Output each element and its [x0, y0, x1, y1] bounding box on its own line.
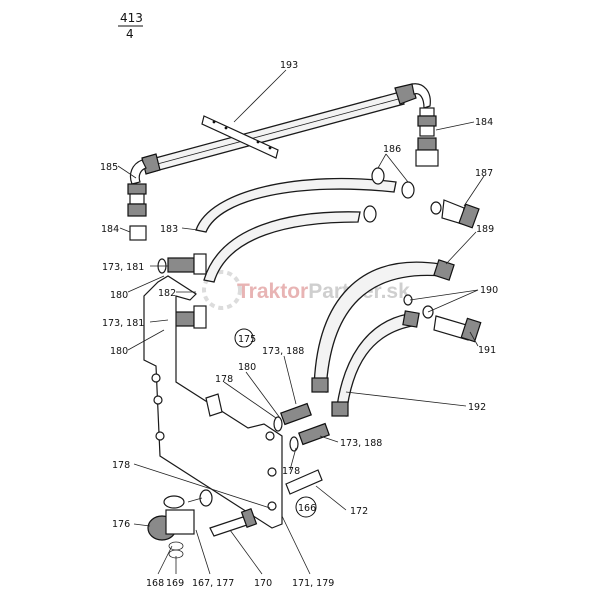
- label-176: 176: [112, 519, 130, 530]
- bolt-191: [403, 294, 482, 343]
- hose-clamp: [201, 115, 279, 159]
- label-180-upper: 180: [110, 290, 128, 301]
- label-circle-166: [295, 496, 317, 518]
- label-191: 191: [478, 345, 496, 356]
- union-stack-184-right: [415, 107, 439, 167]
- bracket-plate: [143, 275, 283, 529]
- hose-183-pair: [195, 167, 415, 283]
- bracket-fittings: [273, 402, 330, 495]
- mounting-bracket: [143, 275, 283, 529]
- bolt-187: [430, 199, 480, 229]
- label-178-middle: 178: [282, 466, 300, 477]
- label-173-181-lower: 173, 181: [102, 318, 144, 329]
- bolt-170: [209, 508, 258, 537]
- label-171-179: 171, 179: [292, 578, 334, 589]
- label-167-177: 167, 177: [192, 578, 234, 589]
- coupling-176: [147, 489, 213, 559]
- hose-193-fitting-right: [394, 83, 417, 105]
- eye-fitting-middle: [401, 181, 415, 199]
- watermark-text-3: .sk: [381, 280, 411, 303]
- label-190: 190: [480, 285, 498, 296]
- label-178-upper: 178: [215, 374, 233, 385]
- leader-lines: [117, 69, 485, 575]
- union-stack-184-left: [127, 183, 147, 241]
- hose-193-fitting-left: [141, 153, 161, 175]
- label-184-left: 184: [101, 224, 119, 235]
- part-labels: 193 184 185 186 187 184 183 189 173, 181…: [100, 60, 498, 589]
- label-187: 187: [475, 168, 493, 179]
- hose-192-lower: [335, 313, 413, 417]
- hose-193-elbow-left: [129, 159, 147, 185]
- hose-192-pair: [311, 259, 455, 417]
- label-169: 169: [166, 578, 184, 589]
- page-number: 413 4: [118, 11, 143, 41]
- label-170: 170: [254, 578, 272, 589]
- hose-183-lower: [203, 211, 361, 283]
- label-185: 185: [100, 162, 118, 173]
- hose-193: [129, 83, 431, 185]
- label-173-188-upper: 173, 188: [262, 346, 304, 357]
- label-166: 166: [298, 503, 316, 514]
- label-189: 189: [476, 224, 494, 235]
- label-180-lower: 180: [110, 346, 128, 357]
- page-number-bottom: 4: [126, 27, 134, 41]
- label-182: 182: [158, 288, 176, 299]
- label-193: 193: [280, 60, 298, 71]
- label-173-181-upper: 173, 181: [102, 262, 144, 273]
- washer-186: [430, 201, 442, 215]
- page-number-top: 413: [120, 11, 143, 25]
- label-178-lower: 178: [112, 460, 130, 471]
- watermark-gear-icon: [202, 270, 242, 310]
- label-175: 175: [238, 334, 256, 345]
- label-183: 183: [160, 224, 178, 235]
- label-172: 172: [350, 506, 368, 517]
- label-186: 186: [383, 144, 401, 155]
- label-168: 168: [146, 578, 164, 589]
- label-184-right: 184: [475, 117, 493, 128]
- label-circle-175: [234, 328, 254, 348]
- label-192: 192: [468, 402, 486, 413]
- label-173-188-lower: 173, 188: [340, 438, 382, 449]
- eye-fitting-upper: [371, 167, 385, 185]
- sleeve-172: [285, 469, 323, 495]
- eye-fitting-lower: [363, 205, 377, 223]
- watermark-text-1: Traktor: [237, 280, 308, 303]
- label-180-bracket: 180: [238, 362, 256, 373]
